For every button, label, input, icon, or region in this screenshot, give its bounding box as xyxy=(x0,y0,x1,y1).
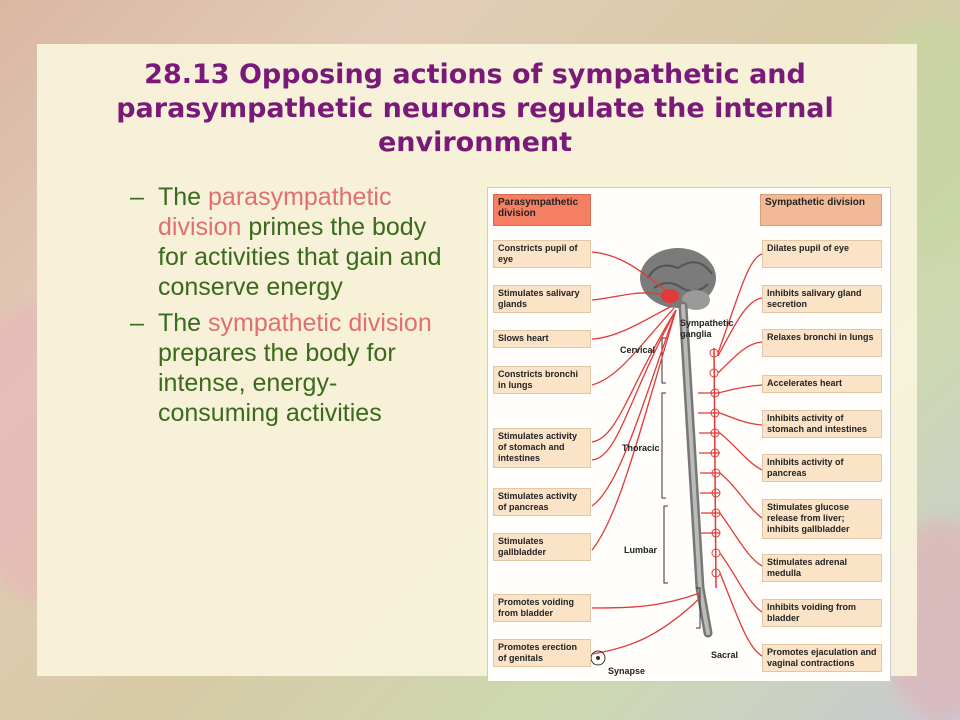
sacral-label: Sacral xyxy=(711,650,739,660)
cervical-label: Cervical xyxy=(620,345,656,355)
brainstem-nucleus xyxy=(661,289,679,303)
brain-fold xyxy=(647,261,713,279)
bullet-item: – The sympathetic division prepares the … xyxy=(128,308,458,428)
thoracic-bracket xyxy=(661,392,666,499)
spinal-cord-inner xyxy=(681,304,710,635)
sympathetic-nerves xyxy=(698,253,763,657)
para-label: Stimulates gallbladder xyxy=(493,533,591,561)
symp-label: Inhibits salivary gland secretion xyxy=(762,285,882,313)
bullet-item: – The parasympathetic division primes th… xyxy=(128,182,458,302)
synapse-label: Synapse xyxy=(608,666,646,676)
cerebellum-shape xyxy=(682,290,710,310)
bullet-text: primes the body for activities that gain… xyxy=(158,213,442,301)
bullet-text: prepares the body for intense, energy-co… xyxy=(158,339,396,427)
lumbar-bracket xyxy=(663,505,668,584)
symp-label: Dilates pupil of eye xyxy=(762,240,882,268)
synapse-circle xyxy=(590,650,606,666)
brain-fold xyxy=(653,282,709,293)
bullet-dash: – xyxy=(130,309,144,337)
parasympathetic-nerves xyxy=(591,251,701,655)
symp-label: Inhibits voiding from bladder xyxy=(762,599,882,627)
para-label: Stimulates activity of stomach and intes… xyxy=(493,428,591,468)
sympathetic-chain xyxy=(713,347,717,589)
diagram-drawing xyxy=(590,248,763,666)
symp-label: Relaxes bronchi in lungs xyxy=(762,329,882,357)
bullet-highlight: sympathetic division xyxy=(208,309,432,337)
sympathetic-ganglia-label: Sympathetic ganglia xyxy=(680,318,734,339)
symp-label: Inhibits activity of stomach and intesti… xyxy=(762,410,882,438)
autonomic-nervous-system-diagram: Parasympathetic division Sympathetic div… xyxy=(487,187,891,682)
bullet-text: The xyxy=(158,309,209,337)
bullet-text: The xyxy=(158,183,209,211)
para-label: Stimulates salivary glands xyxy=(493,285,591,313)
symp-label: Accelerates heart xyxy=(762,375,882,393)
sacral-bracket xyxy=(696,587,701,629)
bullet-dash: – xyxy=(130,183,144,211)
symp-label: Promotes ejaculation and vaginal contrac… xyxy=(762,644,882,672)
para-label: Slows heart xyxy=(493,330,591,348)
sympathetic-header: Sympathetic division xyxy=(760,194,882,226)
para-label: Constricts bronchi in lungs xyxy=(493,366,591,394)
bullet-list: – The parasympathetic division primes th… xyxy=(128,182,458,434)
para-label: Constricts pupil of eye xyxy=(493,240,591,268)
synapse-dot xyxy=(596,656,600,660)
symp-label: Inhibits activity of pancreas xyxy=(762,454,882,482)
bullet-highlight: parasympathetic division xyxy=(158,183,392,241)
para-label: Stimulates activity of pancreas xyxy=(493,488,591,516)
symp-label: Stimulates glucose release from liver; i… xyxy=(762,499,882,539)
para-label: Promotes erection of genitals xyxy=(493,639,591,667)
cervical-bracket xyxy=(661,337,666,384)
symp-label: Stimulates adrenal medulla xyxy=(762,554,882,582)
thoracic-label: Thoracic xyxy=(622,443,660,453)
para-label: Promotes voiding from bladder xyxy=(493,594,591,622)
parasympathetic-header: Parasympathetic division xyxy=(493,194,591,226)
slide-title: 28.13 Opposing actions of sympathetic an… xyxy=(116,59,834,158)
lumbar-label: Lumbar xyxy=(624,545,658,555)
